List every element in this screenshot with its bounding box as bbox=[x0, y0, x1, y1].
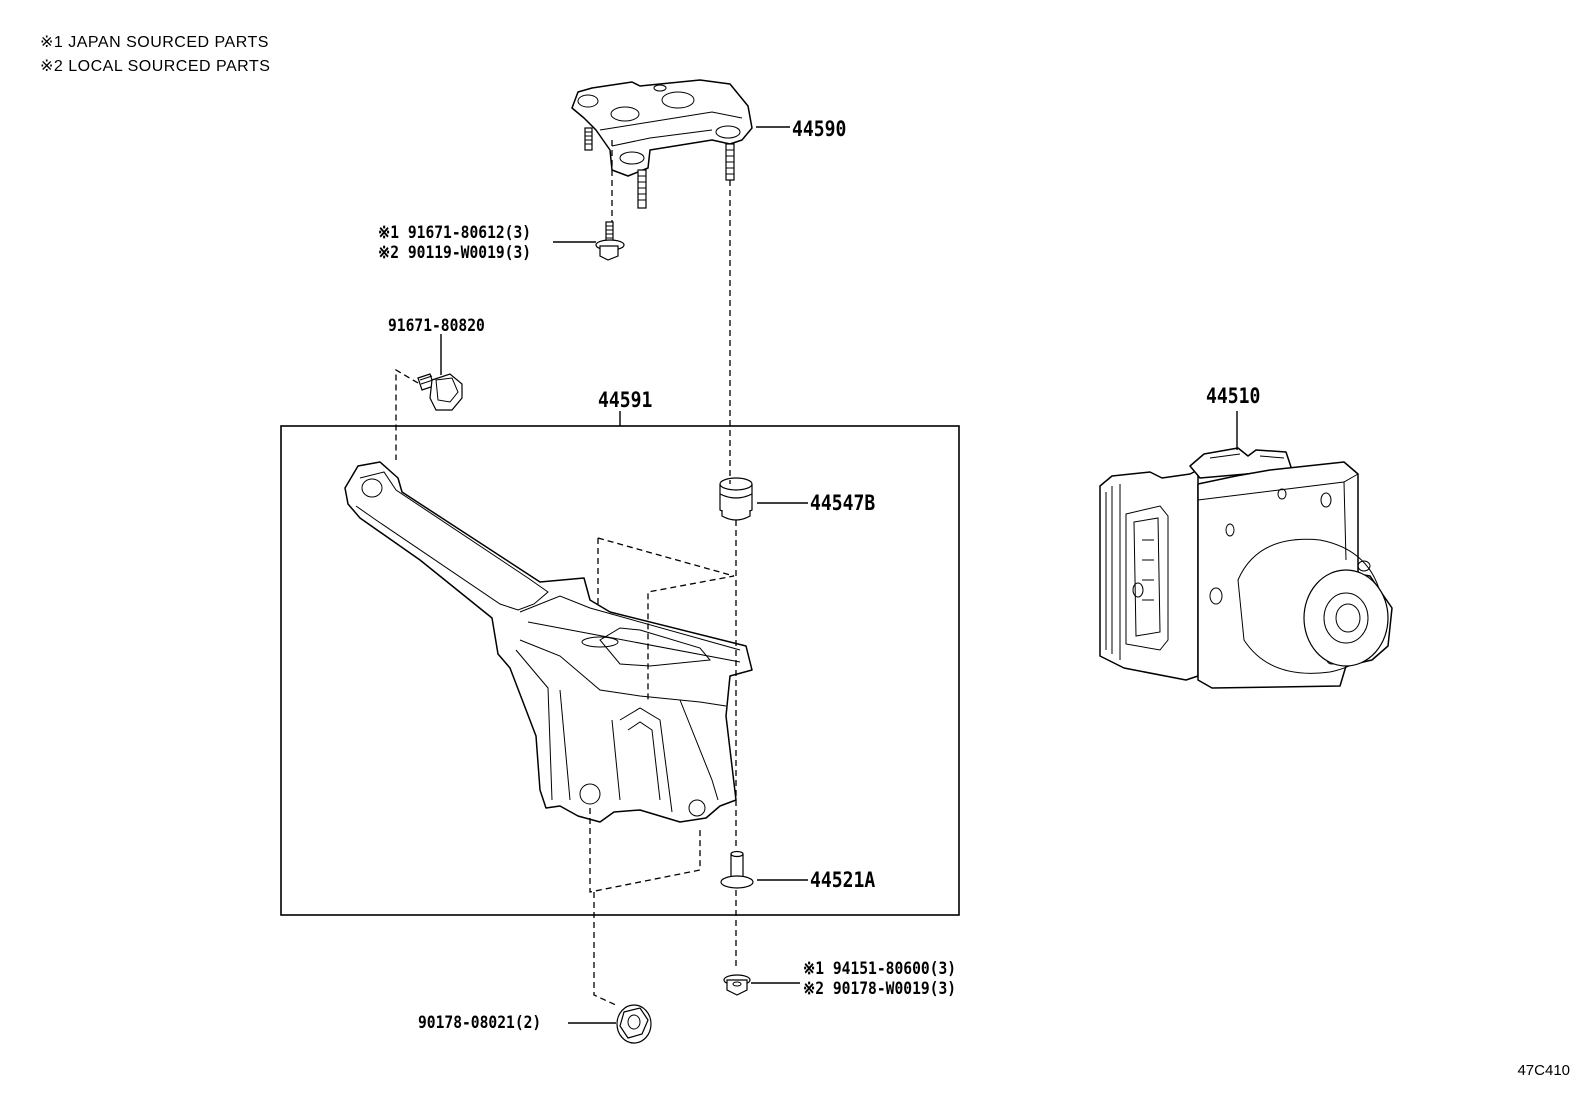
legend-note-japan: ※1 JAPAN SOURCED PARTS bbox=[40, 34, 269, 51]
upper-bracket-drawing[interactable] bbox=[571, 79, 753, 209]
legend-note-local: ※2 LOCAL SOURCED PARTS bbox=[40, 58, 271, 75]
label-44590: 44590 bbox=[792, 117, 847, 141]
upper-bracket-studs bbox=[584, 127, 735, 209]
drawing-code: 47C410 bbox=[1517, 1062, 1570, 1079]
label-side-bolt: 91671-80820 bbox=[388, 316, 485, 336]
upper-bolt-drawing[interactable] bbox=[595, 221, 625, 261]
label-upper-bolt-japan: ※1 91671-80612(3) bbox=[378, 223, 532, 243]
dash-side-bolt bbox=[395, 368, 419, 460]
label-44547b: 44547B bbox=[810, 491, 876, 515]
dash-bottom-nut bbox=[593, 892, 619, 1007]
cushion-drawing[interactable] bbox=[719, 477, 753, 521]
label-lower-nut-local: ※2 90178-W0019(3) bbox=[803, 979, 957, 999]
label-upper-bolt-local: ※2 90119-W0019(3) bbox=[378, 243, 532, 263]
label-bottom-nut: 90178-08021(2) bbox=[418, 1013, 542, 1033]
actuator-drawing[interactable] bbox=[1099, 447, 1393, 689]
bottom-nut-drawing[interactable] bbox=[616, 1004, 652, 1044]
side-bolt-drawing[interactable] bbox=[417, 373, 463, 411]
label-lower-nut-japan: ※1 94151-80600(3) bbox=[803, 959, 957, 979]
label-44521a: 44521A bbox=[810, 868, 876, 892]
label-44591: 44591 bbox=[598, 388, 653, 412]
lower-flange-nut-drawing[interactable] bbox=[723, 974, 751, 996]
label-44510: 44510 bbox=[1206, 384, 1261, 408]
collar-drawing[interactable] bbox=[720, 850, 754, 889]
dash-center-line bbox=[729, 180, 737, 970]
main-bracket-drawing[interactable] bbox=[344, 461, 753, 823]
dash-bracket-outline bbox=[589, 537, 735, 893]
